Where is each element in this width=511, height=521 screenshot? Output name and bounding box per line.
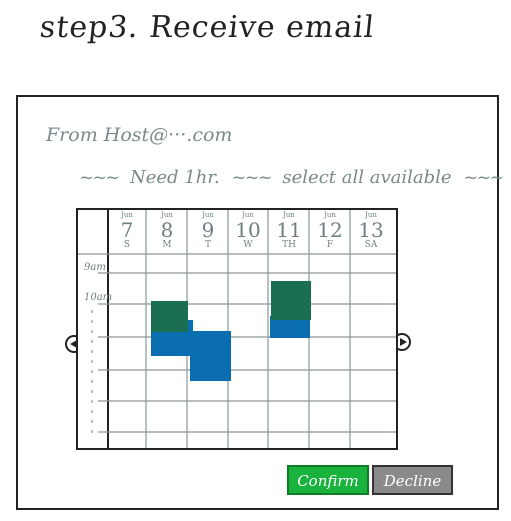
availability-calendar[interactable]: Jun 7 S Jun 8 M Jun 9 T Jun 10 W Jun 11 …: [76, 208, 398, 450]
decline-button[interactable]: Decline: [372, 465, 453, 495]
email-window: From Host@···.com ~~~ Need 1hr. ~~~ sele…: [16, 95, 505, 510]
squiggle-mid: ~~~: [231, 167, 272, 188]
squiggle-left: ~~~: [79, 167, 120, 188]
squiggle-right: ~~~: [463, 167, 504, 188]
slot-tue-available[interactable]: [190, 331, 231, 381]
time-label-9am: 9am: [84, 262, 106, 273]
confirm-button[interactable]: Confirm: [287, 465, 369, 495]
select-available-text: select all available: [282, 167, 452, 188]
day-header-tue: Jun 9 T: [201, 211, 215, 250]
day-header-wed: Jun 10 W: [235, 211, 261, 250]
slot-thu-available[interactable]: [270, 316, 310, 338]
email-instructions: ~~~ Need 1hr. ~~~ select all available ~…: [73, 167, 509, 188]
slot-mon-selected[interactable]: [151, 301, 188, 332]
day-header-mon: Jun 8 M: [160, 211, 174, 250]
day-header-sat: Jun 13 SA: [358, 211, 384, 250]
day-header-sun: Jun 7 S: [120, 211, 134, 250]
day-header-thu: Jun 11 TH: [276, 211, 302, 250]
page-title: step3. Receive email: [38, 10, 377, 45]
email-from: From Host@···.com: [46, 124, 233, 146]
time-label-10am: 10am: [84, 292, 113, 303]
slot-thu-selected[interactable]: [271, 281, 311, 320]
need-duration-text: Need 1hr.: [129, 167, 220, 188]
day-header-fri: Jun 12 F: [317, 211, 343, 250]
